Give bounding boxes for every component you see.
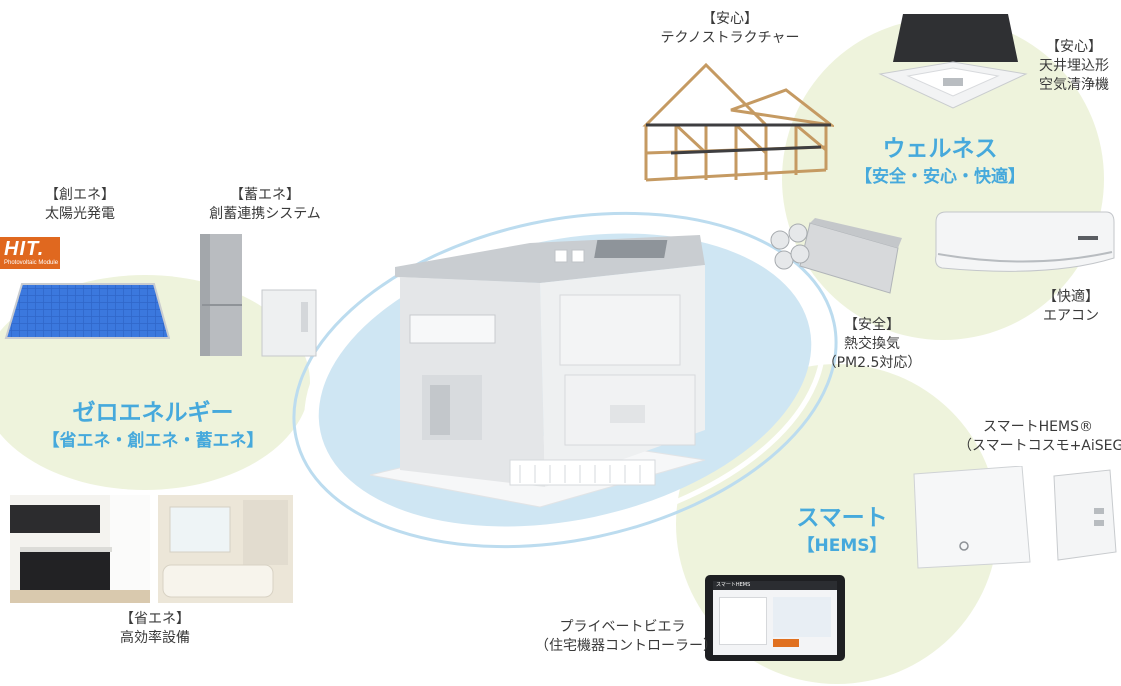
aircon-label: 【快適】 エアコン bbox=[1030, 288, 1112, 326]
viera-screen-title: スマートHEMS bbox=[716, 582, 751, 588]
air-purifier-line1: 天井埋込形 bbox=[1039, 58, 1109, 74]
air-conditioner-image bbox=[935, 211, 1115, 272]
wellness-title: ウェルネス bbox=[882, 136, 998, 162]
efficiency-tag: 【省エネ】 bbox=[120, 611, 190, 627]
solar-panel-image bbox=[4, 283, 170, 339]
storage-name: 創蓄連携システム bbox=[209, 206, 321, 222]
viera-screen-header: スマートHEMS bbox=[713, 581, 837, 590]
air-purifier-label: 【安心】 天井埋込形 空気清浄機 bbox=[1028, 38, 1120, 95]
ventilation-label: 【安全】 熱交換気 （PM2.5対応） bbox=[812, 316, 932, 373]
wellness-headline: ウェルネス 【安全・安心・快適】 bbox=[825, 134, 1055, 190]
aiseg-image bbox=[1053, 469, 1117, 561]
air-purifier-tag: 【安心】 bbox=[1046, 39, 1102, 55]
efficiency-name: 高効率設備 bbox=[120, 630, 190, 646]
storage-tag: 【蓄エネ】 bbox=[230, 187, 300, 203]
air-purifier-image bbox=[878, 14, 1028, 109]
wellness-subtitle: 【安全・安心・快適】 bbox=[855, 167, 1025, 187]
structure-label: 【安心】 テクノストラクチャー bbox=[640, 10, 820, 48]
smart-title: スマート bbox=[796, 505, 888, 531]
hems-name: スマートHEMS® bbox=[983, 419, 1093, 435]
aircon-name: エアコン bbox=[1043, 308, 1099, 324]
smart-cosmo-image bbox=[913, 466, 1031, 569]
hems-note: （スマートコスモ+AiSEG） bbox=[958, 438, 1121, 454]
efficiency-label: 【省エネ】 高効率設備 bbox=[90, 610, 220, 648]
aircon-tag: 【快適】 bbox=[1043, 289, 1099, 305]
ventilation-note: （PM2.5対応） bbox=[822, 355, 922, 371]
viera-screen-button bbox=[773, 639, 799, 647]
hems-label: スマートHEMS® （スマートコスモ+AiSEG） bbox=[958, 418, 1121, 456]
solar-label: 【創エネ】 太陽光発電 bbox=[25, 186, 135, 224]
zero-energy-headline: ゼロエネルギー 【省エネ・創エネ・蓄エネ】 bbox=[18, 398, 288, 454]
solar-tag: 【創エネ】 bbox=[45, 187, 115, 203]
house-illustration bbox=[369, 235, 706, 508]
viera-screen-panel bbox=[719, 597, 767, 645]
heat-exchange-ventilator-image bbox=[770, 218, 902, 294]
viera-screen: スマートHEMS bbox=[713, 581, 837, 655]
solar-name: 太陽光発電 bbox=[45, 206, 115, 222]
ventilation-name: 熱交換気 bbox=[844, 336, 900, 352]
techno-structure-image bbox=[642, 62, 834, 182]
kitchen-photo bbox=[10, 495, 150, 603]
private-viera-tablet: スマートHEMS bbox=[705, 575, 845, 661]
storage-battery-image bbox=[200, 234, 317, 357]
hit-logo: HIT. Photovoltaic Module bbox=[0, 237, 60, 269]
structure-tag: 【安心】 bbox=[702, 11, 758, 27]
viera-name: プライベートビエラ bbox=[559, 619, 686, 635]
ventilation-tag: 【安全】 bbox=[844, 317, 900, 333]
zero-energy-subtitle: 【省エネ・創エネ・蓄エネ】 bbox=[42, 431, 264, 451]
viera-screen-map bbox=[773, 597, 831, 637]
viera-note: （住宅機器コントローラー） bbox=[535, 638, 717, 654]
smart-headline: スマート 【HEMS】 bbox=[742, 503, 942, 559]
air-purifier-line2: 空気清浄機 bbox=[1039, 77, 1109, 93]
viera-label: プライベートビエラ （住宅機器コントローラー） bbox=[535, 618, 717, 656]
storage-label: 【蓄エネ】 創蓄連携システム bbox=[190, 186, 340, 224]
smart-subtitle: 【HEMS】 bbox=[797, 536, 887, 556]
hit-logo-text: HIT. bbox=[4, 238, 45, 260]
zero-energy-title: ゼロエネルギー bbox=[72, 400, 234, 426]
structure-name: テクノストラクチャー bbox=[660, 30, 800, 46]
hit-logo-sub: Photovoltaic Module bbox=[4, 260, 59, 266]
bathroom-photo bbox=[158, 495, 293, 603]
